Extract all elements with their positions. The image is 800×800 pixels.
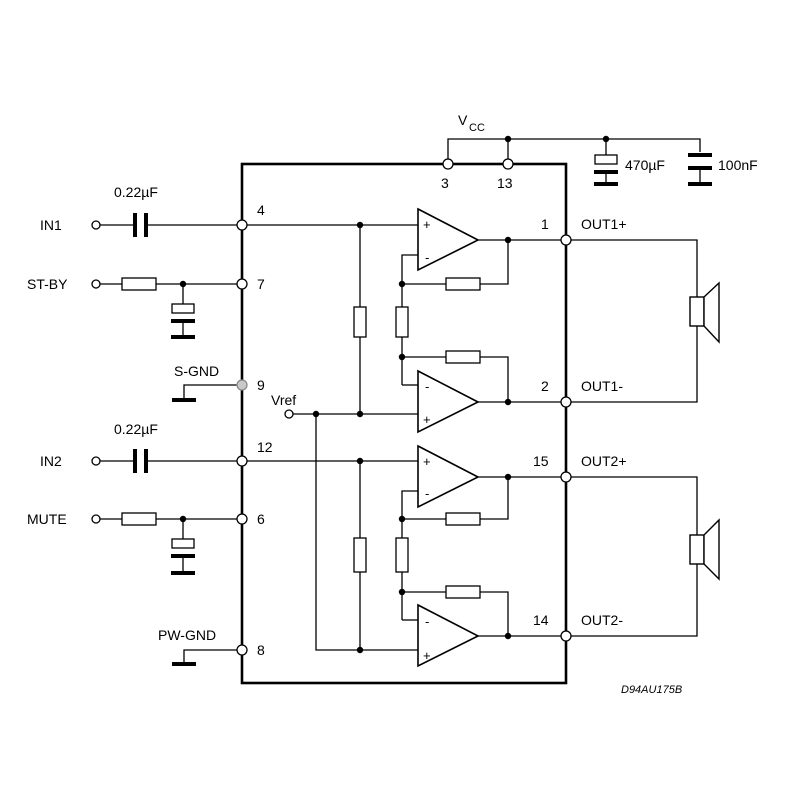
label-vref: Vref [271, 392, 296, 408]
opamp-4: - + [417, 603, 480, 668]
label-out2p: OUT2+ [581, 453, 627, 469]
opamp-3-plus: + [423, 454, 431, 469]
pin-2 [560, 396, 572, 408]
pin-1 [560, 234, 572, 246]
opamp-3-minus: - [425, 486, 429, 501]
capacitor-100nf: 100nF [688, 153, 758, 186]
vcc-subscript: CC [469, 122, 485, 134]
pin-number-15: 15 [533, 453, 549, 469]
pin-number-2: 2 [541, 378, 549, 394]
label-stby: ST-BY [27, 276, 68, 292]
label-470uf: 470µF [625, 157, 665, 173]
vcc-supply: V CC [447, 112, 701, 164]
pin-number-9: 9 [257, 377, 265, 393]
label-out2m: OUT2- [581, 612, 623, 628]
label-mute: MUTE [27, 511, 67, 527]
in2-section: IN2 0.22µF [40, 421, 237, 473]
pin-7 [236, 278, 248, 290]
label-cap-in2: 0.22µF [114, 421, 158, 437]
pin-number-8: 8 [257, 642, 265, 658]
label-out1m: OUT1- [581, 378, 623, 394]
opamp-1: + - [417, 207, 480, 272]
ic-body [240, 162, 568, 685]
stby-section: ST-BY [27, 276, 237, 339]
pin-14 [560, 630, 572, 642]
label-100nf: 100nF [718, 157, 758, 173]
label-out1p: OUT1+ [581, 216, 627, 232]
channel-1-wiring [247, 221, 561, 418]
pin-9 [236, 379, 248, 391]
sgnd-section: S-GND [172, 363, 237, 402]
opamp-1-plus: + [423, 217, 431, 232]
label-cap-in1: 0.22µF [114, 184, 158, 200]
vref-node: Vref [271, 392, 418, 651]
pin-3 [442, 158, 454, 170]
pin-8 [236, 644, 248, 656]
label-in2: IN2 [40, 453, 62, 469]
in1-section: IN1 0.22µF [40, 184, 237, 237]
label-in1: IN1 [40, 217, 62, 233]
pin-15 [560, 471, 572, 483]
opamp-2-plus: + [423, 412, 431, 427]
mute-section: MUTE [27, 511, 237, 575]
opamp-3: + - [417, 444, 480, 509]
drawing-reference: D94AU175B [621, 684, 682, 696]
pin-number-1: 1 [541, 216, 549, 232]
pin-4 [236, 219, 248, 231]
pin-12 [236, 455, 248, 467]
capacitor-470uf: 470µF [594, 152, 665, 186]
vcc-label: V [458, 112, 468, 128]
pin-number-7: 7 [257, 276, 265, 292]
opamp-1-minus: - [425, 250, 429, 265]
speaker-1 [571, 239, 720, 403]
pin-number-6: 6 [257, 511, 265, 527]
opamp-4-plus: + [423, 648, 431, 663]
pin-6 [236, 513, 248, 525]
pin-number-13: 13 [497, 175, 513, 191]
speaker-2 [571, 476, 720, 637]
pin-number-12: 12 [257, 439, 273, 455]
label-pwgnd: PW-GND [158, 627, 216, 643]
pin-number-14: 14 [533, 612, 549, 628]
pin-number-4: 4 [257, 202, 265, 218]
opamp-4-minus: - [425, 614, 429, 629]
pin-13 [502, 158, 514, 170]
channel-2-wiring [247, 457, 561, 654]
pwgnd-section: PW-GND [158, 627, 237, 666]
opamp-2-minus: - [425, 379, 429, 394]
pin-number-3: 3 [441, 175, 449, 191]
label-sgnd: S-GND [174, 363, 219, 379]
opamp-2: - + [417, 369, 480, 434]
